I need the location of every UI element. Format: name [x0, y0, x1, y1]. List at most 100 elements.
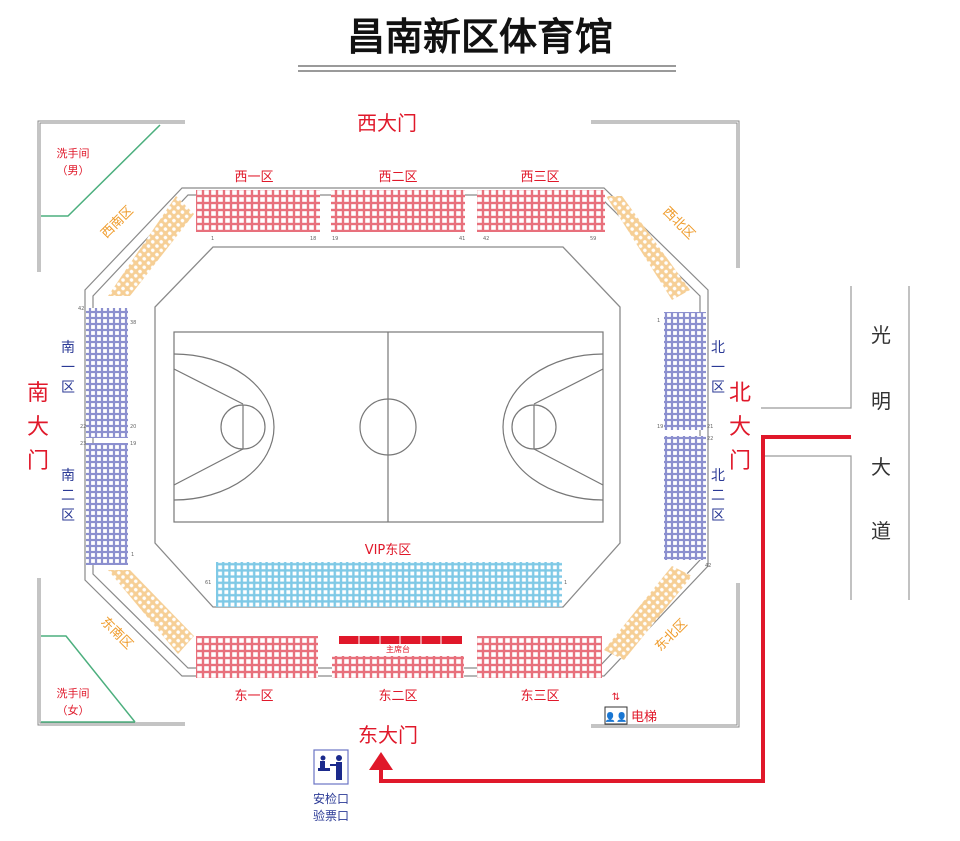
- south-2-seats[interactable]: [86, 443, 128, 565]
- row-number: 1: [131, 552, 134, 558]
- north-gate-label[interactable]: 北 大 门: [729, 381, 751, 474]
- east-3-label: 东三区: [520, 689, 559, 704]
- corner-stands: 西南区 西北区 东南区 东北区: [97, 196, 698, 660]
- west-south-seats[interactable]: [108, 196, 194, 296]
- south-stand: 南 一 区 南 二 区 42 22 23 38 20 19 1: [61, 306, 136, 565]
- restroom-women[interactable]: 洗手间 （女）: [41, 635, 136, 723]
- west-3-seats[interactable]: [477, 190, 605, 232]
- restroom-men-gender: （男）: [57, 164, 90, 177]
- elevator-icon: [604, 706, 628, 725]
- arrow-head-icon: [369, 752, 393, 770]
- svg-text:区: 区: [61, 380, 75, 396]
- svg-text:区: 区: [61, 508, 75, 524]
- svg-text:👤👤: 👤👤: [605, 711, 627, 723]
- page-title: 昌南新区体育馆: [347, 15, 613, 59]
- seat-number: 1: [564, 580, 567, 586]
- svg-text:二: 二: [61, 488, 75, 504]
- svg-text:门: 门: [27, 449, 49, 474]
- road-name: 光: [871, 323, 891, 347]
- north-stand: 北 一 区 北 二 区 1 19 21 22 42: [657, 312, 725, 569]
- seat-number: 1: [211, 236, 214, 242]
- west-gate-label[interactable]: 西大门: [357, 111, 417, 135]
- south-gate-label[interactable]: 南 大 门: [27, 381, 49, 474]
- up-down-arrows-icon: ⇅: [612, 692, 620, 703]
- vip-east-section: VIP东区 61 1: [205, 543, 567, 607]
- north-1-seats[interactable]: [664, 312, 706, 430]
- west-2-label: 西二区: [378, 170, 417, 185]
- svg-text:大: 大: [27, 415, 49, 440]
- west-north-seats[interactable]: [606, 196, 690, 300]
- ticket-check-label: 验票口: [313, 808, 349, 823]
- restroom-men-label: 洗手间: [57, 146, 90, 160]
- west-3-label: 西三区: [520, 170, 559, 185]
- row-number: 22: [80, 424, 86, 430]
- arena-floor: [154, 246, 621, 608]
- svg-text:南: 南: [61, 468, 75, 484]
- seat-number: 18: [310, 236, 316, 242]
- svg-text:一: 一: [61, 360, 75, 376]
- row-number: 42: [78, 306, 84, 312]
- svg-text:南: 南: [61, 340, 75, 356]
- svg-text:区: 区: [711, 508, 725, 524]
- south-2-label: 南 二 区: [61, 468, 75, 524]
- north-2-seats[interactable]: [664, 436, 706, 560]
- title-underline: [298, 65, 676, 72]
- vip-east-label: VIP东区: [365, 543, 412, 558]
- elevator-label: 电梯: [631, 710, 657, 725]
- svg-text:北: 北: [729, 381, 751, 406]
- east-stand: 主席台 东一区 东二区 东三区: [196, 636, 602, 704]
- restroom-men[interactable]: 洗手间 （男）: [41, 124, 161, 217]
- east-2-seats[interactable]: [332, 656, 464, 678]
- east-gate-label[interactable]: 东大门: [358, 723, 418, 747]
- west-stand: 西一区 西二区 西三区 1 18 19 41 42 59: [196, 170, 605, 242]
- svg-text:南: 南: [27, 381, 49, 406]
- svg-text:大: 大: [729, 415, 751, 440]
- svg-text:北: 北: [711, 468, 725, 484]
- east-north-label: 东北区: [652, 616, 690, 654]
- west-south-label: 西南区: [98, 203, 137, 242]
- guangming-avenue: 光 明 大 道: [761, 286, 910, 600]
- svg-text:门: 门: [729, 449, 751, 474]
- road-name: 道: [871, 519, 891, 543]
- north-1-label: 北 一 区: [711, 340, 725, 396]
- rostrum-label: 主席台: [386, 644, 410, 654]
- east-south-label: 东南区: [97, 614, 136, 653]
- west-2-seats[interactable]: [331, 190, 465, 232]
- svg-text:北: 北: [711, 340, 725, 356]
- security-checkpoint[interactable]: 安检口 验票口: [313, 749, 349, 823]
- vip-east-seats[interactable]: [216, 562, 562, 607]
- row-number: 19: [657, 424, 663, 430]
- east-north-seats[interactable]: [604, 566, 692, 660]
- south-1-label: 南 一 区: [61, 340, 75, 396]
- security-label: 安检口: [313, 791, 349, 806]
- svg-text:区: 区: [711, 380, 725, 396]
- rostrum[interactable]: 主席台: [339, 636, 462, 654]
- row-number: 21: [707, 424, 713, 430]
- svg-text:一: 一: [711, 360, 725, 376]
- east-3-seats[interactable]: [477, 636, 602, 678]
- east-south-seats[interactable]: [108, 570, 194, 654]
- east-1-label: 东一区: [234, 689, 273, 704]
- restroom-women-label: 洗手间: [57, 686, 90, 700]
- seat-number: 42: [483, 236, 489, 242]
- restroom-women-gender: （女）: [57, 703, 90, 717]
- row-number: 22: [707, 436, 713, 442]
- seat-number: 41: [459, 236, 465, 242]
- elevator[interactable]: ⇅ 👤👤 电梯: [604, 692, 657, 725]
- svg-text:二: 二: [711, 488, 725, 504]
- west-1-label: 西一区: [234, 170, 273, 185]
- west-north-label: 西北区: [659, 204, 697, 242]
- west-1-seats[interactable]: [196, 190, 320, 232]
- road-name: 明: [871, 389, 891, 413]
- basketball-court: [173, 331, 604, 523]
- north-2-label: 北 二 区: [711, 468, 725, 524]
- east-1-seats[interactable]: [196, 636, 318, 678]
- seat-number: 19: [332, 236, 338, 242]
- route-arrow: [369, 435, 851, 783]
- row-number: 20: [130, 424, 136, 430]
- row-number: 19: [130, 441, 136, 447]
- road-name: 大: [871, 455, 891, 479]
- south-1-seats[interactable]: [86, 308, 128, 438]
- east-2-label: 东二区: [378, 689, 417, 704]
